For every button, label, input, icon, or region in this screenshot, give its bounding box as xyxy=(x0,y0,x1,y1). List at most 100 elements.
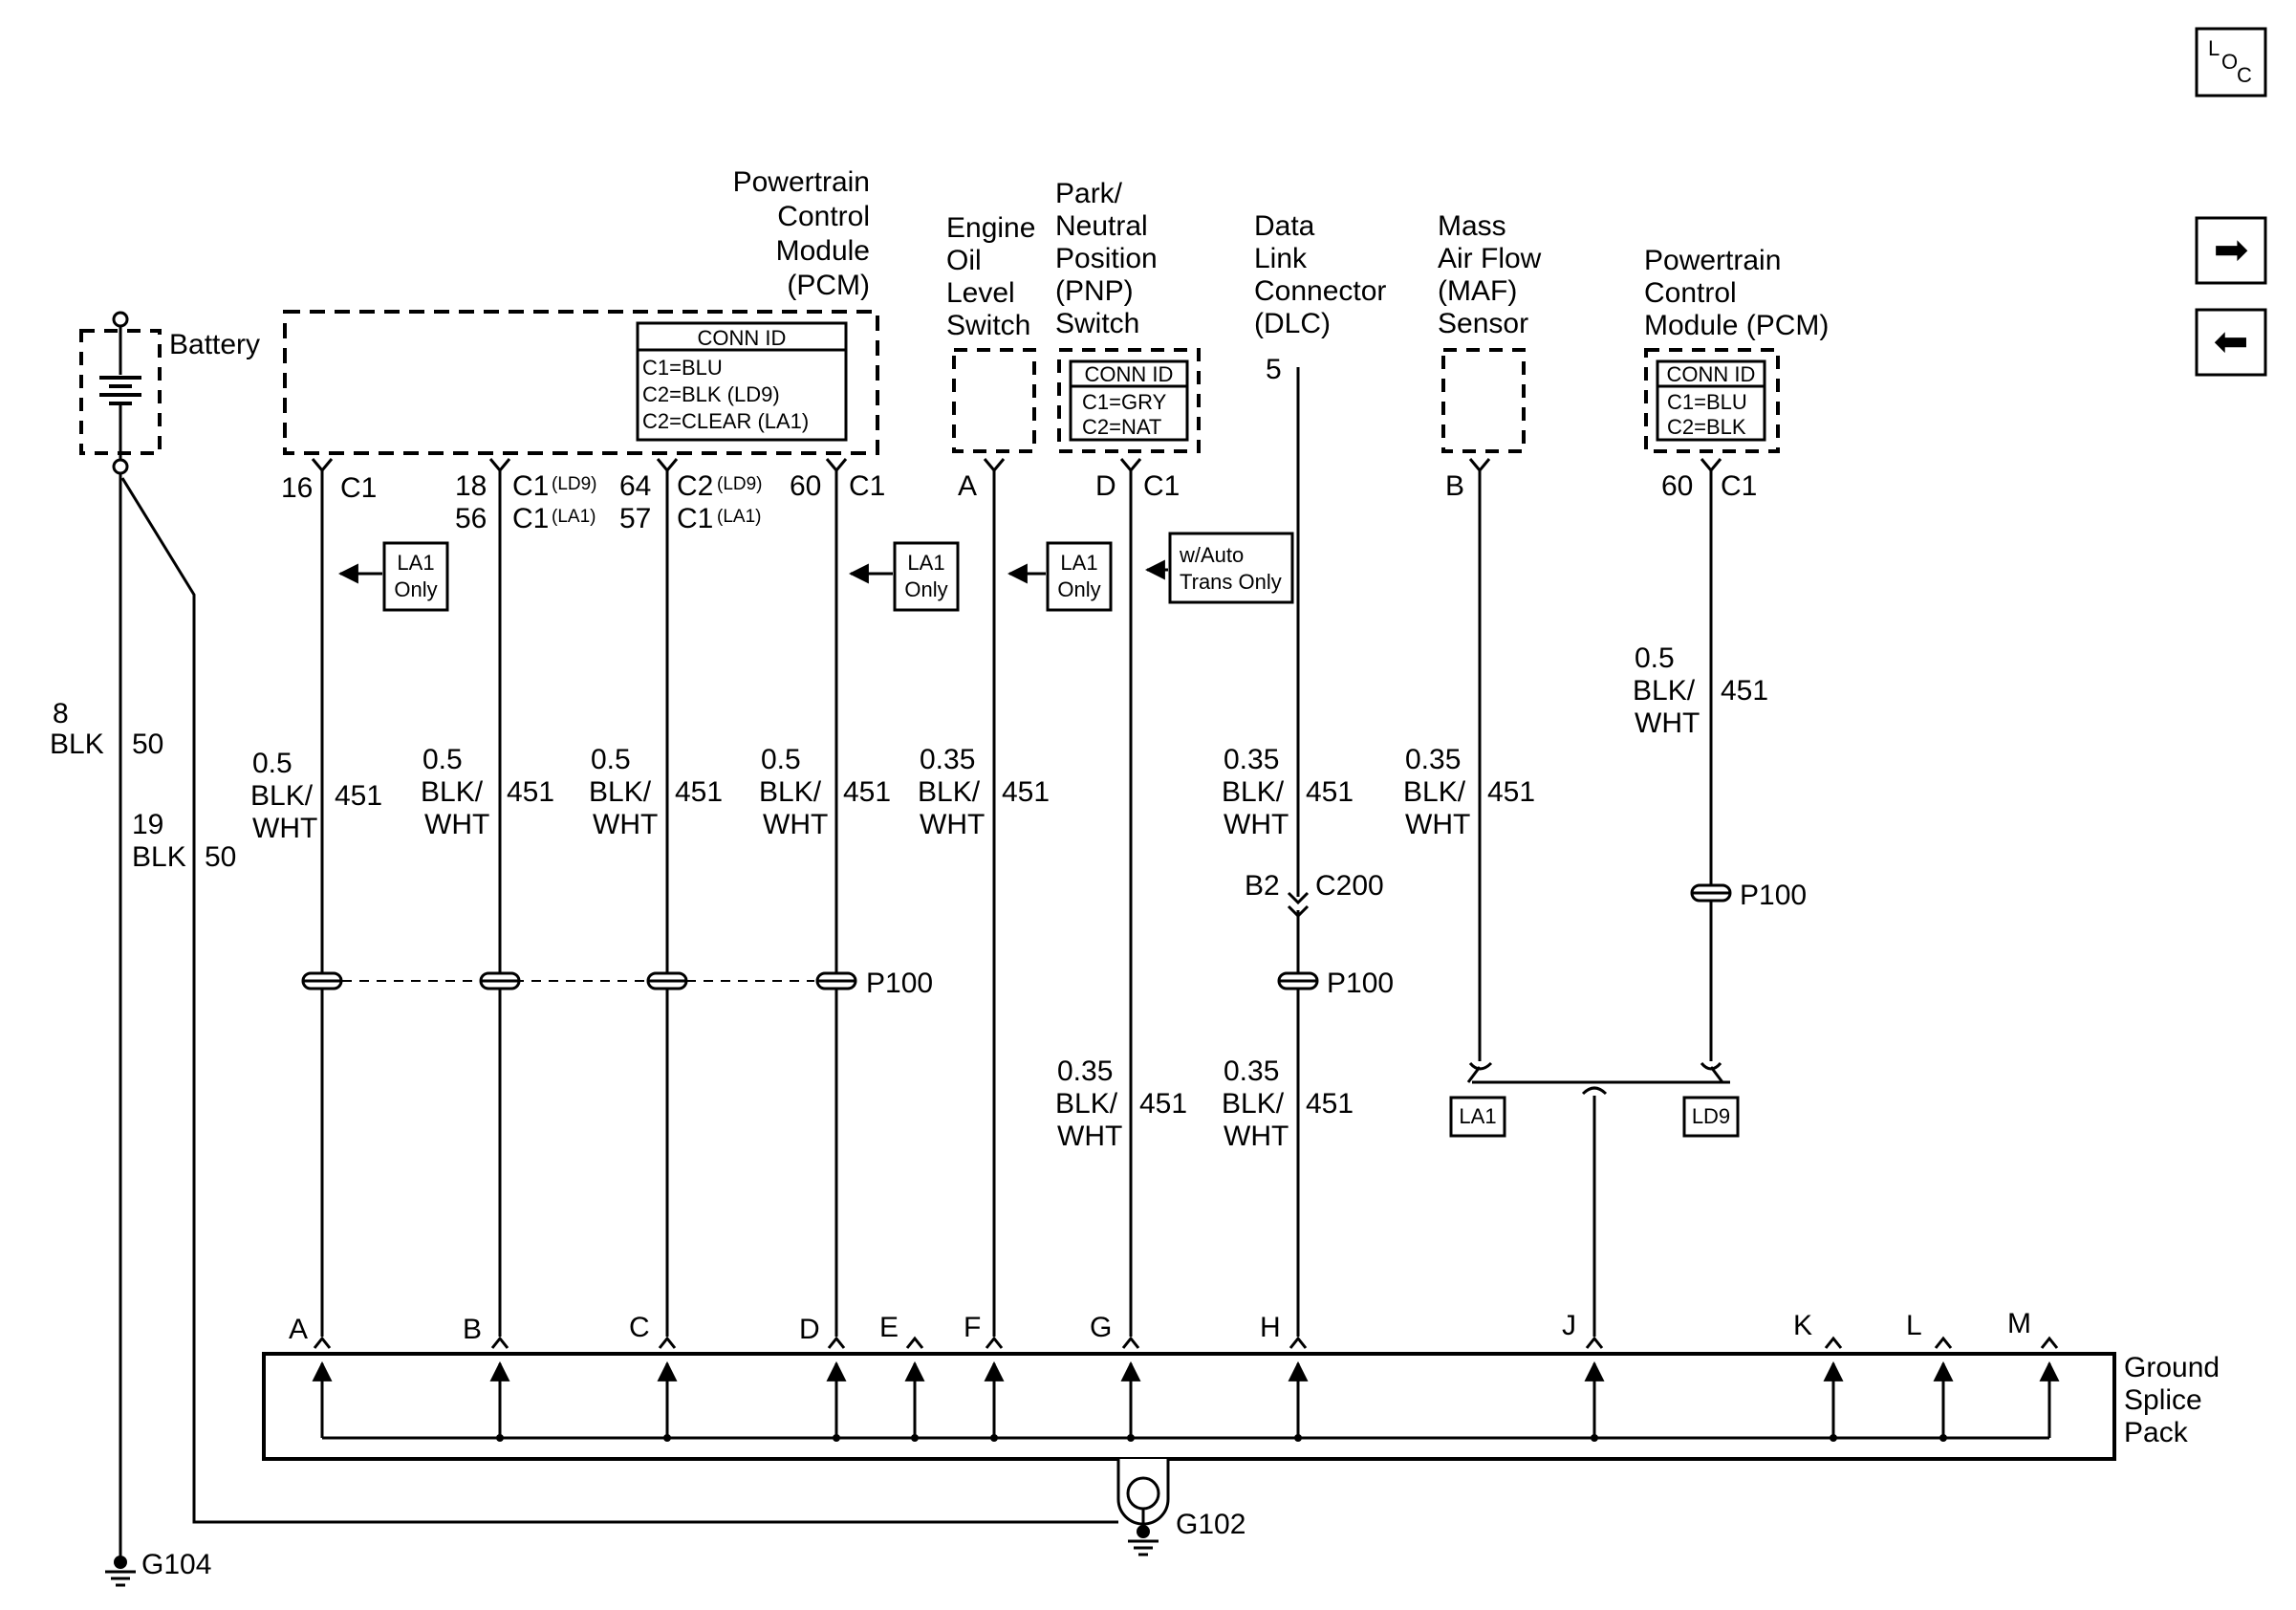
svg-text:E: E xyxy=(879,1312,899,1343)
svg-text:C200: C200 xyxy=(1315,870,1384,902)
svg-text:CONN ID: CONN ID xyxy=(1667,362,1756,386)
svg-text:Module: Module xyxy=(776,235,870,267)
svg-text:BLK/: BLK/ xyxy=(1403,776,1466,808)
svg-text:50: 50 xyxy=(132,729,163,760)
svg-text:BLK/: BLK/ xyxy=(1055,1088,1118,1120)
svg-text:L: L xyxy=(2208,36,2220,60)
battery: Battery xyxy=(79,311,260,475)
svg-text:C1: C1 xyxy=(512,470,549,502)
p100-clips xyxy=(301,883,1732,990)
svg-text:451: 451 xyxy=(1487,776,1535,808)
svg-text:56: 56 xyxy=(455,503,487,534)
svg-text:0.35: 0.35 xyxy=(1057,1055,1113,1087)
svg-text:Trans Only: Trans Only xyxy=(1180,570,1282,594)
svg-text:C1=GRY: C1=GRY xyxy=(1082,390,1167,414)
svg-text:Connector: Connector xyxy=(1254,275,1386,307)
arrow-left-icon: ⬅ xyxy=(2214,318,2249,365)
pcm-component: Powertrain Control Module (PCM) CONN ID … xyxy=(283,166,879,455)
svg-text:Link: Link xyxy=(1254,243,1308,274)
svg-text:WHT: WHT xyxy=(763,809,828,840)
svg-text:Data: Data xyxy=(1254,210,1315,242)
svg-text:5: 5 xyxy=(1266,354,1282,385)
svg-text:LD9: LD9 xyxy=(1692,1104,1730,1128)
svg-text:CONN ID: CONN ID xyxy=(698,326,787,350)
svg-text:60: 60 xyxy=(790,470,821,502)
svg-text:Position: Position xyxy=(1055,243,1158,274)
svg-text:Splice: Splice xyxy=(2124,1384,2202,1416)
svg-text:Only: Only xyxy=(394,577,437,601)
svg-text:BLK/: BLK/ xyxy=(589,776,652,808)
svg-text:C1=BLU: C1=BLU xyxy=(1667,390,1747,414)
svg-text:8: 8 xyxy=(53,698,69,729)
svg-text:(MAF): (MAF) xyxy=(1438,275,1517,307)
svg-text:Mass: Mass xyxy=(1438,210,1506,242)
wire-label-d: 0.5 BLK/ 451 WHT xyxy=(759,744,891,840)
svg-text:57: 57 xyxy=(619,503,651,534)
svg-text:C1: C1 xyxy=(340,472,377,504)
pcm-right-component: Powertrain Control Module (PCM) CONN ID … xyxy=(1644,245,1829,502)
svg-text:C1: C1 xyxy=(677,503,713,534)
svg-text:G: G xyxy=(1090,1312,1112,1343)
svg-text:A: A xyxy=(289,1314,308,1345)
svg-text:Level: Level xyxy=(946,277,1015,309)
data-link-connector: Data Link Connector (DLC) 5 xyxy=(1254,210,1386,385)
svg-text:H: H xyxy=(1260,1312,1281,1343)
svg-text:Air Flow: Air Flow xyxy=(1438,243,1542,274)
svg-text:0.35: 0.35 xyxy=(920,744,975,775)
ground-g102: G102 xyxy=(1116,1459,1245,1556)
svg-text:16: 16 xyxy=(281,472,313,504)
svg-text:WHT: WHT xyxy=(593,809,658,840)
battery-wire-labels: 8 BLK 50 19 BLK 50 xyxy=(50,698,236,873)
svg-text:LA1: LA1 xyxy=(907,551,944,575)
circuit-wires xyxy=(320,367,1713,1337)
svg-text:B: B xyxy=(463,1314,482,1345)
svg-text:(PCM): (PCM) xyxy=(787,270,870,301)
svg-text:Only: Only xyxy=(1057,577,1100,601)
wire-label-h-lower: 0.35 BLK/ 451 WHT xyxy=(1222,1055,1354,1152)
svg-text:BLK/: BLK/ xyxy=(421,776,484,808)
svg-text:BLK/: BLK/ xyxy=(1222,1088,1285,1120)
svg-text:(LA1): (LA1) xyxy=(552,507,596,527)
svg-text:0.5: 0.5 xyxy=(252,748,292,779)
ground-splice-pack: Ground Splice Pack xyxy=(262,1308,2220,1461)
battery-label: Battery xyxy=(169,329,260,360)
svg-text:0.5: 0.5 xyxy=(761,744,801,775)
svg-text:LA1: LA1 xyxy=(1060,551,1097,575)
svg-text:B: B xyxy=(1445,470,1464,502)
svg-text:451: 451 xyxy=(1002,776,1050,808)
svg-text:(LA1): (LA1) xyxy=(717,507,761,527)
svg-text:BLK/: BLK/ xyxy=(1633,675,1696,707)
svg-text:BLK/: BLK/ xyxy=(250,780,314,812)
svg-text:Control: Control xyxy=(1644,277,1737,309)
svg-text:WHT: WHT xyxy=(1635,707,1700,739)
svg-text:F: F xyxy=(964,1312,981,1343)
option-branch: LA1 LD9 xyxy=(1449,1061,1740,1138)
svg-text:BLK: BLK xyxy=(132,841,186,873)
svg-text:L: L xyxy=(1906,1310,1922,1341)
svg-text:Sensor: Sensor xyxy=(1438,308,1528,339)
svg-text:451: 451 xyxy=(335,780,382,812)
svg-text:0.35: 0.35 xyxy=(1224,744,1279,775)
svg-text:C2=BLK: C2=BLK xyxy=(1667,415,1746,439)
svg-text:WHT: WHT xyxy=(424,809,489,840)
svg-text:CONN ID: CONN ID xyxy=(1085,362,1174,386)
p100-label-2: P100 xyxy=(1327,968,1394,999)
svg-text:Control: Control xyxy=(777,201,870,232)
svg-text:w/Auto: w/Auto xyxy=(1179,543,1244,567)
svg-text:M: M xyxy=(2007,1308,2031,1339)
svg-text:BLK/: BLK/ xyxy=(1222,776,1285,808)
svg-text:451: 451 xyxy=(1721,675,1768,707)
previous-page-button[interactable]: ⬅ xyxy=(2195,308,2267,377)
next-page-button[interactable]: ➡ xyxy=(2195,216,2267,285)
svg-text:WHT: WHT xyxy=(1405,809,1470,840)
svg-text:C1: C1 xyxy=(512,503,549,534)
note-la1-only-3: LA1 Only xyxy=(1007,541,1113,612)
location-view-button[interactable]: L O C xyxy=(2195,27,2267,98)
svg-text:C1: C1 xyxy=(849,470,885,502)
pcm-pin-labels: 16 C1 18 C1 (LD9) 56 C1 (LA1) 64 C2 (LD9… xyxy=(281,470,885,534)
p100-label-1: P100 xyxy=(866,968,933,999)
svg-text:WHT: WHT xyxy=(1057,1120,1122,1152)
wire-label-g-lower: 0.35 BLK/ 451 WHT xyxy=(1055,1055,1187,1152)
svg-text:C: C xyxy=(629,1312,650,1343)
note-la1-only-1: LA1 Only xyxy=(337,541,449,612)
